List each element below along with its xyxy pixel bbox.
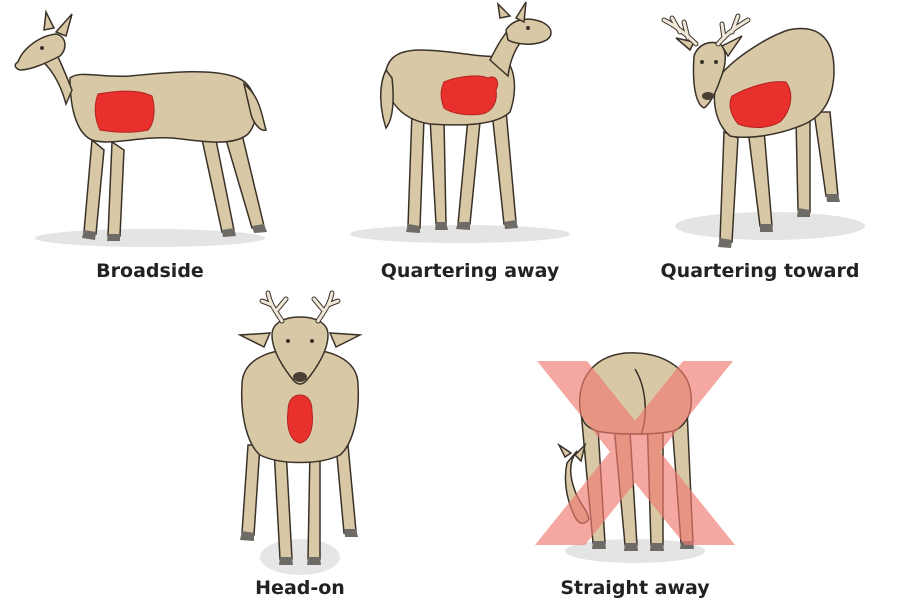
- deer-quartering-toward-illustration: [620, 0, 900, 290]
- caption-quartering-away: Quartering away: [320, 260, 620, 282]
- panel-head-on: Head-on: [160, 295, 440, 605]
- caption-head-on: Head-on: [160, 577, 440, 599]
- panel-quartering-away: Quartering away: [320, 0, 620, 290]
- caption-broadside: Broadside: [0, 260, 300, 282]
- panel-quartering-toward: Quartering toward: [620, 0, 900, 290]
- caption-straight-away: Straight away: [485, 577, 785, 599]
- panel-straight-away: Straight away: [485, 295, 785, 605]
- panel-broadside: Broadside: [0, 0, 300, 290]
- deer-straight-away-illustration: [485, 295, 785, 605]
- caption-quartering-toward: Quartering toward: [620, 260, 900, 282]
- deer-broadside-illustration: [0, 0, 300, 290]
- deer-head-on-illustration: [160, 295, 440, 605]
- deer-quartering-away-illustration: [320, 0, 620, 290]
